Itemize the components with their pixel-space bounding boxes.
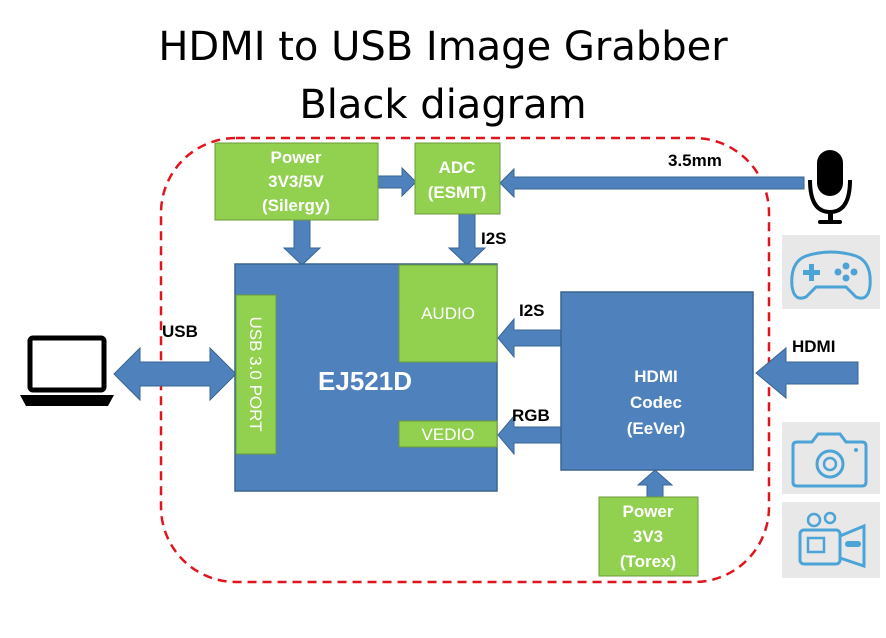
- arrow-usb-bidirectional: [113, 346, 237, 402]
- hdmi-codec-block: [560, 291, 754, 471]
- usb-port-label: USB 3.0 PORT: [246, 317, 265, 432]
- gamepad-icon: [782, 235, 880, 309]
- arrow-hdmi-to-codec: [755, 346, 859, 400]
- power-main-line3: (Silergy): [262, 196, 330, 215]
- microphone-icon: [808, 150, 852, 224]
- adc-line1: ADC: [439, 158, 476, 177]
- diagram-title: HDMI to USB Image Grabber: [158, 24, 728, 70]
- device-boundary: [159, 136, 771, 584]
- arrow-power-to-chip: [282, 219, 322, 266]
- power-codec-block: [598, 496, 699, 577]
- hdmi-codec-line2: Codec: [630, 393, 682, 412]
- signal-label-codec-i2s: I2S: [519, 301, 545, 320]
- arrow-codec-to-vedio: [497, 414, 563, 456]
- audio-block: [398, 264, 498, 363]
- diagram-subtitle: Black diagram: [299, 82, 586, 128]
- power-codec-line3: (Torex): [620, 552, 676, 571]
- power-main-line2: 3V3/5V: [268, 172, 324, 191]
- signal-label-jack: 3.5mm: [668, 151, 722, 170]
- power-codec-line1: Power: [622, 502, 673, 521]
- video-camera-icon: [782, 502, 880, 578]
- arrow-codec-to-audio: [497, 317, 563, 359]
- hdmi-codec-line3: (EeVer): [627, 419, 686, 438]
- arrow-adc-to-audio: [447, 213, 487, 266]
- usb-port-block: [235, 294, 277, 455]
- hdmi-codec-line1: HDMI: [634, 367, 677, 386]
- power-codec-line2: 3V3: [633, 527, 663, 546]
- signal-label-hdmi: HDMI: [792, 337, 835, 356]
- signal-label-adc-i2s: I2S: [481, 229, 507, 248]
- laptop-icon: [20, 335, 114, 406]
- vedio-block: [398, 420, 498, 448]
- arrow-power-to-codec: [636, 469, 674, 498]
- adc-line2: (ESMT): [428, 183, 487, 202]
- arrow-mic-to-adc: [499, 167, 805, 199]
- audio-label: AUDIO: [421, 304, 475, 323]
- ej521d-label: EJ521D: [318, 366, 412, 396]
- vedio-label: VEDIO: [422, 425, 475, 444]
- arrow-power-to-adc: [377, 166, 417, 198]
- adc-block: [414, 142, 501, 215]
- power-main-block: [214, 142, 379, 221]
- signal-label-rgb: RGB: [512, 406, 550, 425]
- signal-label-usb: USB: [162, 322, 198, 341]
- power-main-line1: Power: [270, 148, 321, 167]
- camera-icon: [782, 422, 880, 494]
